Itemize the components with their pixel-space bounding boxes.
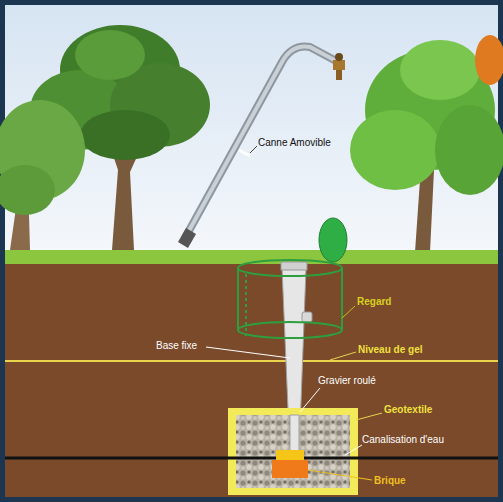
part-label: Geotextile <box>384 404 432 416</box>
part-label: Canne Amovible <box>258 137 331 149</box>
inspection-chamber <box>238 260 342 338</box>
gravel <box>236 415 350 488</box>
tree <box>0 25 210 250</box>
removable-cane <box>178 47 345 248</box>
brick <box>272 460 308 478</box>
lid <box>319 218 347 262</box>
tree <box>350 35 503 252</box>
geotextile <box>228 408 358 495</box>
water-pipe <box>5 457 498 460</box>
part-label: Base fixe <box>156 340 197 352</box>
part-label: Brique <box>374 475 406 487</box>
part-label: Gravier roulé <box>318 375 376 387</box>
leader-lines <box>206 146 382 480</box>
part-label: Regard <box>357 296 391 308</box>
part-label: Canalisation d'eau <box>362 434 444 446</box>
part-label: Niveau de gel <box>358 344 422 356</box>
brick-top <box>276 450 304 460</box>
